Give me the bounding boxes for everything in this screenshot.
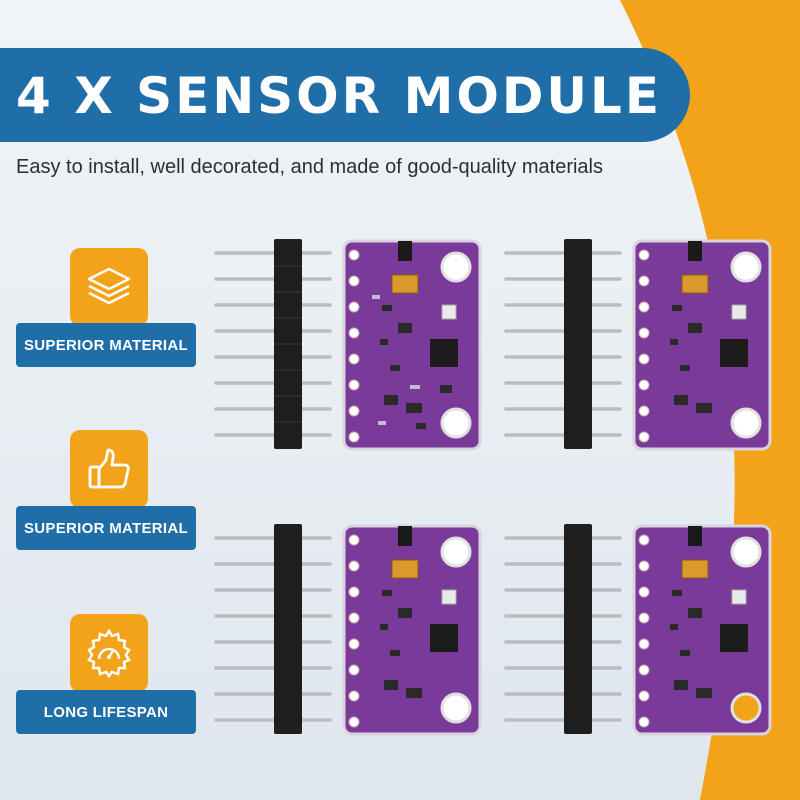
sensor-module-2 (504, 239, 772, 451)
title-banner (0, 48, 690, 142)
pin-header (214, 524, 332, 734)
pin-header (504, 239, 622, 449)
feature-label-1: SUPERIOR MATERIAL (16, 323, 196, 367)
thumbs-up-icon (70, 430, 148, 508)
page-title: 4 X SENSOR MODULE (16, 67, 662, 125)
feature-label-2: SUPERIOR MATERIAL (16, 506, 196, 550)
sensor-module-3 (214, 524, 482, 736)
pin-header (504, 524, 622, 734)
sensor-module-4 (504, 524, 772, 736)
pcb-board (342, 239, 482, 451)
pcb-board (632, 239, 772, 451)
pcb-board (632, 524, 772, 736)
pin-header (214, 239, 332, 449)
gear-speedometer-icon (70, 614, 148, 692)
layers-icon (70, 248, 148, 326)
sensor-module-1 (214, 239, 482, 451)
subtitle: Easy to install, well decorated, and mad… (16, 156, 603, 178)
feature-label-3: LONG LIFESPAN (16, 690, 196, 734)
pcb-board (342, 524, 482, 736)
